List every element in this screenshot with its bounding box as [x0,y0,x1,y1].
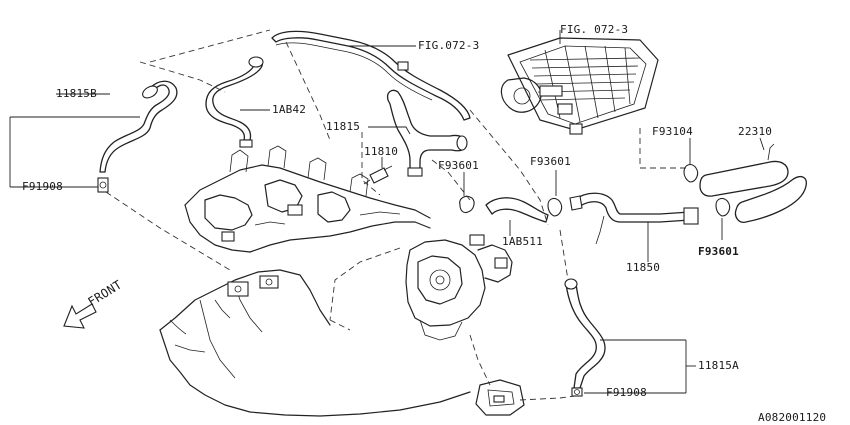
label-f93104[interactable]: F93104 [652,125,693,138]
label-11815[interactable]: 11815 [326,120,361,133]
hose-11815 [386,89,468,177]
label-f93601-low[interactable]: F93601 [698,245,739,258]
throttle-body [405,234,513,341]
reference-lines [105,29,690,401]
label-1ab42[interactable]: 1AB42 [272,103,307,116]
label-f93601-right[interactable]: F93601 [530,155,571,168]
diagram-code: A082001120 [758,411,827,424]
pipe-11850 [569,192,699,245]
hose-22310 [683,143,807,223]
hose-11815a [564,278,606,397]
radiator-fig-072-3 [500,37,659,135]
label-f91908-left[interactable]: F91908 [22,180,63,193]
label-11815b[interactable]: 11815B [56,87,97,100]
hose-11815b [97,80,178,193]
label-11850[interactable]: 11850 [626,261,661,274]
sensor-11810 [363,165,393,185]
front-arrow-icon [63,303,97,329]
label-fig-072-3-radiator[interactable]: FIG. 072-3 [560,23,629,36]
pipe-fig-072-3 [271,30,471,121]
label-f93601-mid[interactable]: F93601 [438,159,479,172]
label-1ab511[interactable]: 1AB511 [502,235,543,248]
engine-block-outline [159,269,471,417]
label-f91908-bottom[interactable]: F91908 [606,386,647,399]
intake-manifold [184,145,431,253]
label-22310[interactable]: 22310 [738,125,773,138]
bracket-bottom [475,379,525,416]
leader-lines [9,30,765,394]
label-11815a[interactable]: 11815A [698,359,739,372]
label-11810[interactable]: 11810 [364,145,399,158]
hose-1ab42 [205,56,264,148]
label-fig-072-3-top[interactable]: FIG.072-3 [418,39,480,52]
hose-1ab511 [459,195,563,223]
